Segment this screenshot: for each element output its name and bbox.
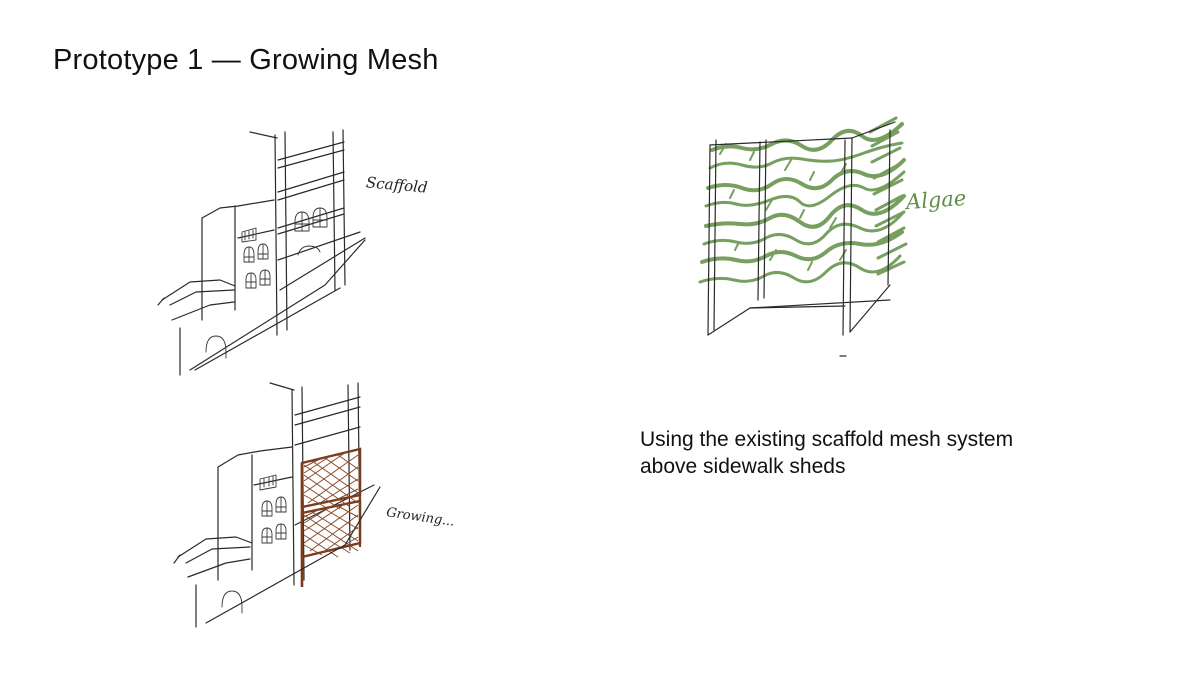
growing-mesh-sketch xyxy=(173,382,381,628)
caption: Using the existing scaffold mesh system … xyxy=(640,426,1100,480)
caption-line-1: Using the existing scaffold mesh system xyxy=(640,428,1014,451)
slide-title: Prototype 1 — Growing Mesh xyxy=(53,44,439,76)
algae-strokes xyxy=(698,116,908,284)
algae-mesh-sketch xyxy=(698,116,908,357)
brown-mesh xyxy=(300,447,362,587)
caption-line-2: above sidewalk sheds xyxy=(640,455,846,478)
scaffold-sketch xyxy=(157,129,366,376)
algae-label: Algae xyxy=(905,185,968,215)
